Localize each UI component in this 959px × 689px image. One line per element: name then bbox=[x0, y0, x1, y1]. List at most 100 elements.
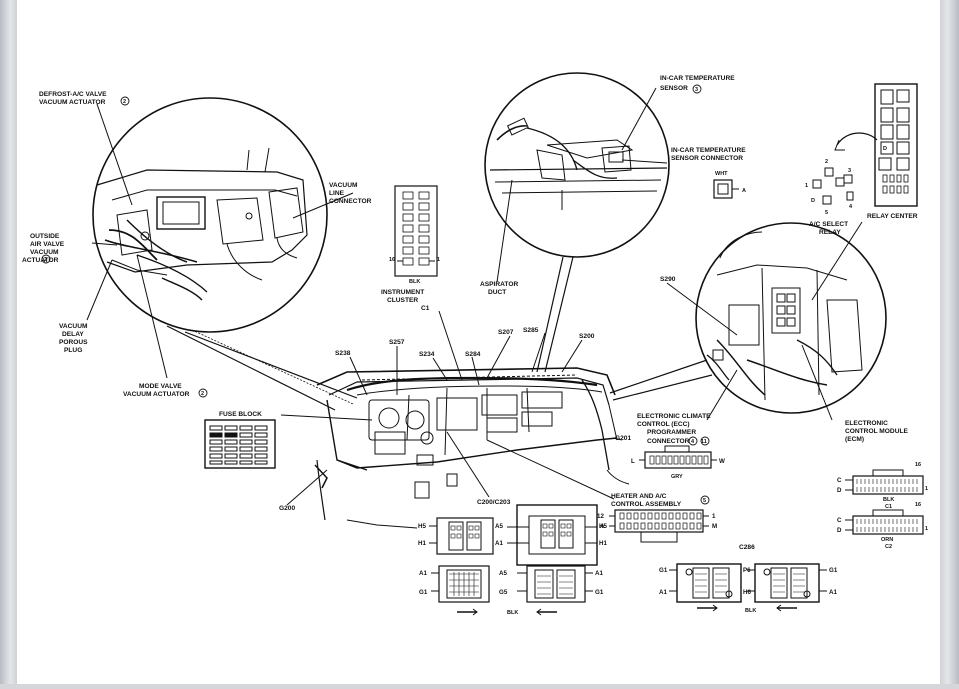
c286r-pin-a1: A1 bbox=[829, 589, 837, 596]
incar-connector-label-2: SENSOR CONNECTOR bbox=[671, 155, 743, 162]
ecm-c1-pin-1: 1 bbox=[925, 486, 928, 492]
aspirator-label: ASPIRATOR bbox=[480, 281, 518, 288]
splice-s284: S284 bbox=[465, 351, 481, 358]
c200-pin-h1: H1 bbox=[418, 540, 426, 547]
diagram-page: DEFROST-A/C VALVE VACUUM ACTUATOR 2 OUTS… bbox=[17, 0, 940, 684]
heater-ac-note: 5 bbox=[703, 498, 706, 504]
ecm-c2-color: ORN bbox=[881, 537, 893, 543]
ic-pin-1: 1 bbox=[437, 257, 440, 263]
relay-pin-1: 1 bbox=[805, 183, 808, 189]
vacuum-delay-label-2: DELAY bbox=[62, 331, 84, 338]
ac-select-label: A/C SELECT bbox=[809, 221, 848, 228]
relay-pin-5: 5 bbox=[825, 210, 828, 216]
vacuum-delay-label-3: POROUS bbox=[59, 339, 88, 346]
c286-pin-p6: P6 bbox=[743, 567, 751, 574]
heater-pin-a: A bbox=[600, 523, 605, 530]
c286-pin-a1: A1 bbox=[659, 589, 667, 596]
c203b-pin-g1: G1 bbox=[595, 589, 604, 596]
heater-ac-label-2: CONTROL ASSEMBLY bbox=[611, 501, 682, 508]
outside-air-label-4: ACTUATOR bbox=[22, 257, 59, 264]
c203-connector-top-right bbox=[507, 504, 598, 566]
relay-center-label: RELAY CENTER bbox=[867, 213, 918, 220]
relay-detail-circle bbox=[609, 221, 887, 421]
incar-connector-label: IN-CAR TEMPERATURE bbox=[671, 147, 746, 154]
c286-pin-g1: G1 bbox=[659, 567, 668, 574]
c203-pin-a5: A5 bbox=[495, 523, 503, 530]
ac-select-label-2: RELAY bbox=[819, 229, 841, 236]
heater-pin-m: M bbox=[712, 523, 717, 530]
c200-arrows bbox=[457, 608, 557, 616]
ecc-note-4: 4 bbox=[691, 439, 695, 445]
ecm-c2-pin-c: C bbox=[837, 517, 842, 524]
wiring-diagram: DEFROST-A/C VALVE VACUUM ACTUATOR 2 OUTS… bbox=[22, 72, 928, 616]
mode-valve-label: MODE VALVE bbox=[139, 383, 182, 390]
relay-pin-2: 2 bbox=[825, 159, 828, 165]
ecm-connector-c1 bbox=[845, 469, 924, 495]
ecm-label: ELECTRONIC bbox=[845, 420, 888, 427]
left-detail-circle bbox=[86, 97, 358, 411]
splice-s290: S290 bbox=[660, 276, 676, 283]
incar-sensor-note: 3 bbox=[695, 87, 698, 93]
ecm-c1-pin-c: C bbox=[837, 477, 842, 484]
mode-valve-label-2: VACUUM ACTUATOR bbox=[123, 391, 190, 398]
c286-connector-right bbox=[747, 563, 827, 603]
instrument-panel-drawing bbox=[280, 310, 630, 529]
c286-label: C286 bbox=[739, 544, 755, 551]
splice-s200: S200 bbox=[579, 333, 595, 340]
outside-air-label-2: AIR VALVE bbox=[30, 241, 65, 248]
outside-air-label-3: VACUUM bbox=[30, 249, 59, 256]
c286-arrows bbox=[697, 604, 797, 612]
outside-note: 2 bbox=[44, 257, 47, 263]
defrost-note: 2 bbox=[123, 99, 126, 105]
c203-pin-a1: A1 bbox=[495, 540, 503, 547]
splice-s238: S238 bbox=[335, 350, 351, 357]
instrument-cluster-connector bbox=[394, 185, 438, 277]
ecc-label-3: PROGRAMMER bbox=[647, 429, 696, 436]
splice-s257: S257 bbox=[389, 339, 405, 346]
c200-connector-bottom-left bbox=[431, 565, 490, 603]
defrost-actuator-label: DEFROST-A/C VALVE bbox=[39, 91, 107, 98]
c200-color: BLK bbox=[507, 610, 518, 616]
splice-s285: S285 bbox=[523, 327, 539, 334]
relay-center-panel bbox=[834, 83, 918, 207]
ecc-pin-w: W bbox=[719, 458, 725, 465]
c200b-pin-a1: A1 bbox=[419, 570, 427, 577]
sensor-detail-circle bbox=[484, 72, 670, 373]
c286-color: BLK bbox=[745, 608, 756, 614]
pin-a-label: A bbox=[742, 188, 746, 194]
relay-pin-4: 4 bbox=[849, 204, 853, 210]
c203-connector-bottom-right bbox=[517, 565, 593, 603]
ic-pin-16: 16 bbox=[389, 257, 395, 263]
vacuum-line-label: VACUUM bbox=[329, 182, 358, 189]
splice-s207: S207 bbox=[498, 329, 514, 336]
instrument-cluster-label: INSTRUMENT bbox=[381, 289, 424, 296]
c286r-pin-g1: G1 bbox=[829, 567, 838, 574]
relay-pin-3: 3 bbox=[848, 168, 851, 174]
ecm-c2-name: C2 bbox=[885, 544, 892, 550]
vacuum-line-label-3: CONNECTOR bbox=[329, 198, 372, 205]
defrost-actuator-label-2: VACUUM ACTUATOR bbox=[39, 99, 106, 106]
ecm-label-2: CONTROL MODULE bbox=[845, 428, 908, 435]
incar-sensor-label: IN-CAR TEMPERATURE bbox=[660, 75, 735, 82]
c200b-pin-g1: G1 bbox=[419, 589, 428, 596]
incar-sensor-label-2: SENSOR bbox=[660, 85, 688, 92]
heater-pin-12: 12 bbox=[597, 513, 604, 520]
ic-color: BLK bbox=[409, 279, 420, 285]
ecc-programmer-connector bbox=[639, 445, 717, 469]
ecm-c2-pin-16: 16 bbox=[915, 502, 921, 508]
heater-ac-control-connector bbox=[609, 509, 709, 543]
ecc-label-4: CONNECTOR bbox=[647, 438, 690, 445]
ecc-note-11: 11 bbox=[701, 439, 707, 445]
c203b-pin-a5: A5 bbox=[499, 570, 507, 577]
relay-pin-d: D bbox=[811, 198, 815, 204]
c286-pin-h6: H6 bbox=[743, 589, 751, 596]
ecm-label-3: (ECM) bbox=[845, 436, 864, 443]
aspirator-label-2: DUCT bbox=[488, 289, 506, 296]
ecm-c2-pin-1: 1 bbox=[925, 526, 928, 532]
relay-box-d: D bbox=[883, 146, 887, 152]
c203b-pin-a1: A1 bbox=[595, 570, 603, 577]
ecm-c1-name: C1 bbox=[885, 504, 892, 510]
ecm-c1-pin-d: D bbox=[837, 487, 842, 494]
instrument-cluster-label-3: C1 bbox=[421, 305, 430, 312]
